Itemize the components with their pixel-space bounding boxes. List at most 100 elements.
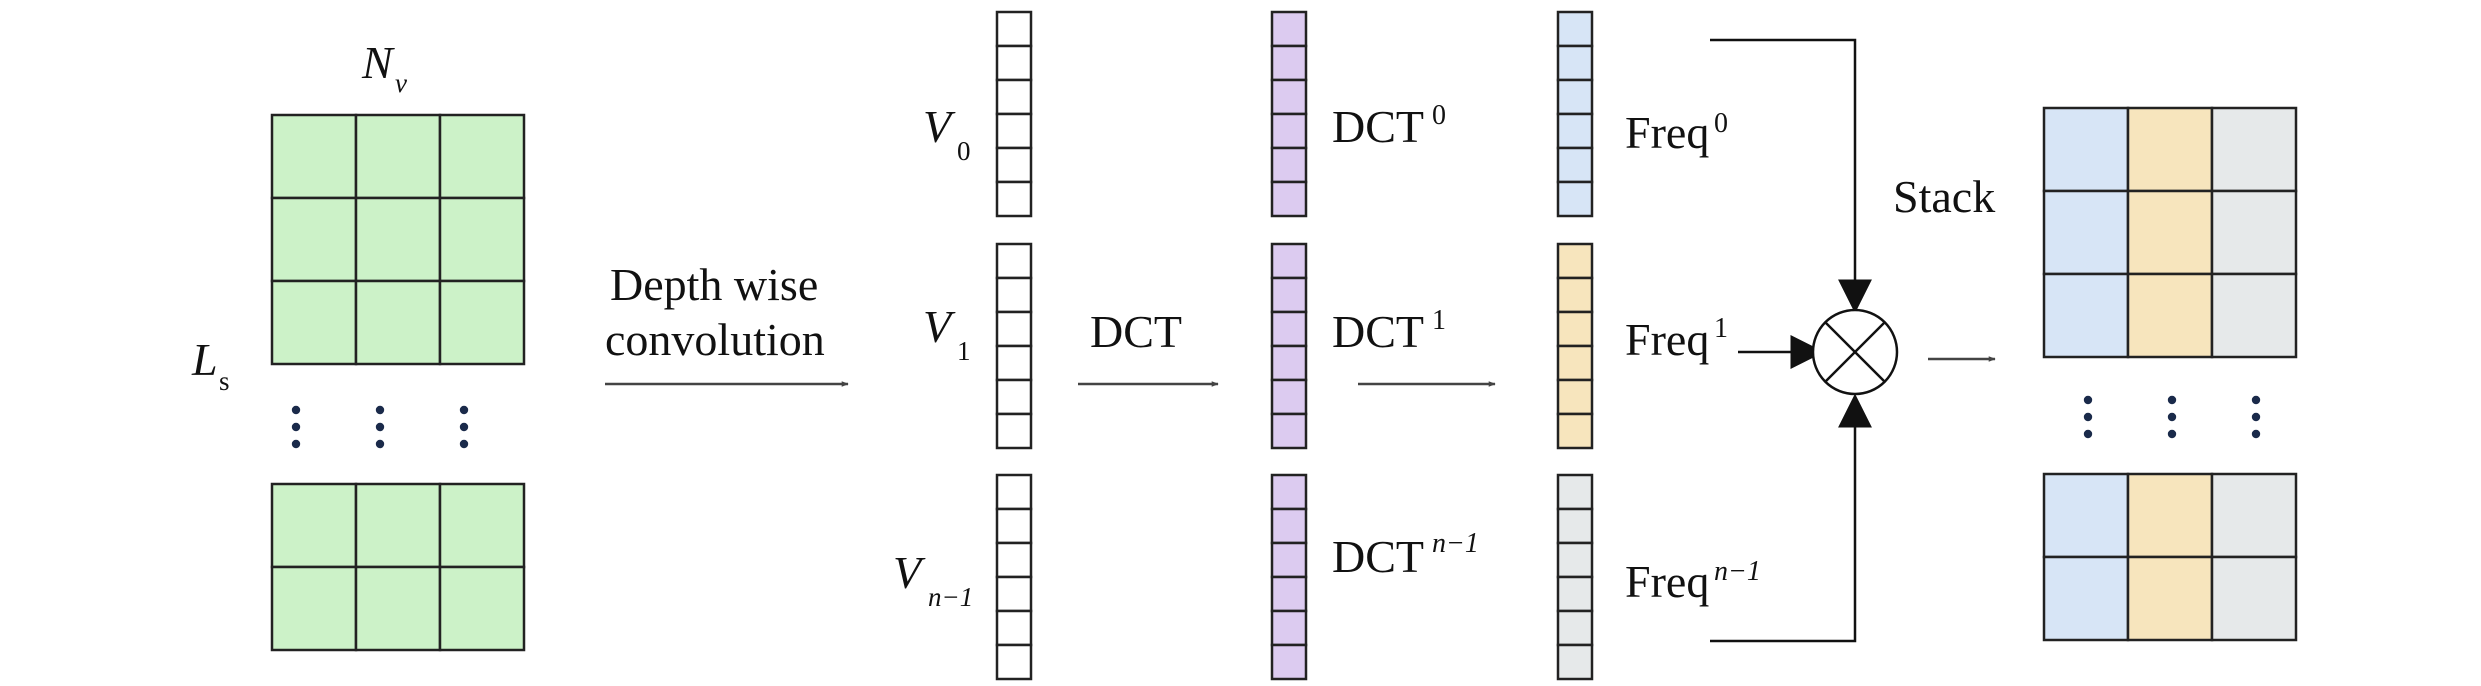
dct0-label: DCT 0	[1332, 100, 1446, 152]
input-matrix-top-block	[268, 113, 528, 484]
freqn-vector-cell	[1556, 609, 1594, 647]
v0-vector-cell	[995, 146, 1033, 184]
dct-labels: DCT 0 DCT 1 DCT n−1	[1332, 100, 1479, 582]
stack-cell	[2042, 555, 2130, 642]
dct-arrow-label: DCT	[1090, 306, 1182, 357]
multiply-connectors	[1710, 38, 1872, 643]
freq-vectors	[1556, 10, 1594, 681]
input-cell	[354, 279, 442, 366]
vn-label-sub: n−1	[928, 582, 973, 612]
dct1-vector-cell	[1270, 242, 1308, 280]
input-matrix-ellipsis	[291, 405, 469, 449]
vn-label: V n−1	[893, 547, 973, 612]
dct0-vector-cell	[1270, 78, 1308, 116]
vn-vector-cell	[995, 609, 1033, 647]
dct1-vector-cell	[1270, 378, 1308, 416]
depthwise-label-line1: Depth wise	[610, 259, 818, 310]
freq0-label: Freq 0	[1625, 107, 1728, 158]
stack-cell	[2042, 472, 2130, 559]
input-matrix-gap	[268, 366, 528, 484]
input-ellipsis-dot	[375, 439, 385, 449]
stack-cell	[2126, 472, 2214, 559]
freqn-vector	[1556, 473, 1594, 681]
dctn-vector	[1270, 473, 1308, 681]
v0-label-main: V	[923, 101, 956, 152]
stack-ellipsis-dot	[2251, 429, 2261, 439]
dct1-vector-cell	[1270, 412, 1308, 450]
dctn-label-sup: n−1	[1432, 528, 1479, 559]
input-cell	[270, 279, 358, 366]
dctn-label-main: DCT	[1332, 531, 1424, 582]
v0-vector-cell	[995, 180, 1033, 218]
dctn-vector-cell	[1270, 609, 1308, 647]
dct1-vector-cell	[1270, 310, 1308, 348]
v1-label-sub: 1	[957, 336, 971, 366]
nv-label: N v	[361, 37, 407, 98]
input-cell	[270, 196, 358, 283]
dct0-vector-cell	[1270, 146, 1308, 184]
dct0-vector	[1270, 10, 1308, 218]
freq-labels: Freq 0 Freq 1 Freq n−1	[1625, 107, 1761, 607]
stack-matrix-ellipsis	[2083, 395, 2261, 439]
v1-vector-cell	[995, 344, 1033, 382]
input-matrix-bottom-block	[270, 482, 526, 652]
input-cell	[270, 482, 358, 569]
v1-vector-cell	[995, 310, 1033, 348]
stack-matrix-bottom-block	[2042, 472, 2298, 642]
freq0-vector-cell	[1556, 112, 1594, 150]
stack-cell	[2042, 106, 2130, 193]
input-cell	[354, 482, 442, 569]
input-cell	[354, 565, 442, 652]
input-cell	[438, 482, 526, 569]
freq1-vector-cell	[1556, 412, 1594, 450]
v1-vector-cell	[995, 242, 1033, 280]
v-vectors	[995, 10, 1033, 681]
dct1-label: DCT 1	[1332, 305, 1446, 357]
v0-vector-cell	[995, 78, 1033, 116]
dctn-vector-cell	[1270, 575, 1308, 613]
stack-cell	[2042, 189, 2130, 276]
stack-cell	[2210, 106, 2298, 193]
freq1-vector-cell	[1556, 344, 1594, 382]
stack-label: Stack	[1893, 171, 1995, 222]
stack-ellipsis-dot	[2167, 412, 2177, 422]
vn-vector-cell	[995, 575, 1033, 613]
input-ellipsis-dot	[291, 422, 301, 432]
vn-vector-cell	[995, 643, 1033, 681]
stack-ellipsis-dot	[2167, 395, 2177, 405]
v1-label: V 1	[923, 301, 971, 366]
freq1-label-main: Freq	[1625, 314, 1709, 365]
freq0-connector	[1710, 38, 1872, 314]
v1-vector	[995, 242, 1033, 450]
v0-label: V 0	[923, 101, 971, 166]
dctn-vector-cell	[1270, 643, 1308, 681]
input-cell	[438, 279, 526, 366]
freqn-vector-cell	[1556, 473, 1594, 511]
v1-label-main: V	[923, 301, 956, 352]
stack-ellipsis-dot	[2251, 395, 2261, 405]
stack-ellipsis-dot	[2083, 395, 2093, 405]
stack-cell	[2210, 555, 2298, 642]
nv-label-main: N	[361, 37, 395, 88]
input-ellipsis-dot	[459, 439, 469, 449]
v1-vector-cell	[995, 276, 1033, 314]
stack-cell	[2042, 272, 2130, 359]
freq0-label-main: Freq	[1625, 107, 1709, 158]
input-ellipsis-dot	[459, 405, 469, 415]
stack-ellipsis-dot	[2167, 429, 2177, 439]
stack-ellipsis-dot	[2083, 429, 2093, 439]
freq0-vector	[1556, 10, 1594, 218]
ls-label-sub: s	[219, 366, 230, 396]
freqn-label-main: Freq	[1625, 556, 1709, 607]
dct1-vector-cell	[1270, 344, 1308, 382]
freqn-vector-cell	[1556, 643, 1594, 681]
dct1-vector-cell	[1270, 276, 1308, 314]
dctn-vector-cell	[1270, 541, 1308, 579]
dctn-vector-cell	[1270, 507, 1308, 545]
ls-label-main: L	[191, 334, 218, 385]
freq1-vector	[1556, 242, 1594, 450]
input-ellipsis-dot	[375, 422, 385, 432]
stack-cell	[2126, 189, 2214, 276]
vn-vector-cell	[995, 507, 1033, 545]
